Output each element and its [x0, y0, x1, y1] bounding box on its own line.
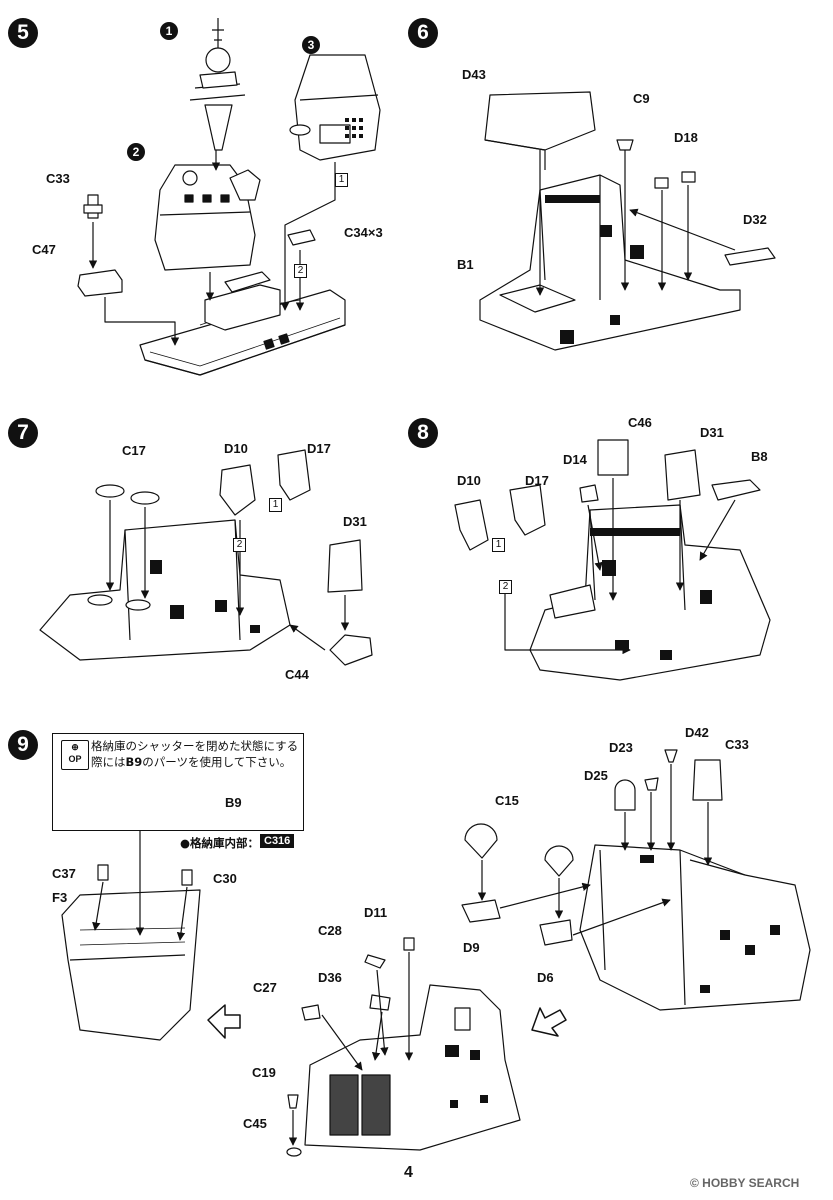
part-label-d31: D31: [700, 425, 724, 440]
step5-drawing: [77, 18, 381, 376]
part-label-c28: C28: [318, 923, 342, 938]
part-label-c15: C15: [495, 793, 519, 808]
step7-drawing: [39, 449, 373, 666]
step-number-7: 7: [8, 418, 38, 448]
hangar-interior-label: ●格納庫内部：: [180, 836, 260, 850]
part-label-c33: C33: [46, 171, 70, 186]
part-label-c44: C44: [285, 667, 309, 682]
part-label-c30: C30: [213, 871, 237, 886]
step-number-9: 9: [8, 730, 38, 760]
step-number-5: 5: [8, 18, 38, 48]
box-number-2: 2: [499, 580, 512, 594]
part-label-d18: D18: [674, 130, 698, 145]
part-label-d36: D36: [318, 970, 342, 985]
note-text: 格納庫のシャッターを閉めた状態にする 際にはB9のパーツを使用して下さい。: [91, 739, 299, 769]
hangar-shutter-note: ⊕ OP 格納庫のシャッターを閉めた状態にする 際にはB9のパーツを使用して下さ…: [52, 733, 304, 831]
substep-1: 1: [160, 22, 178, 40]
part-label-d6: D6: [537, 970, 554, 985]
part-label-c46: C46: [628, 415, 652, 430]
step-number-6: 6: [408, 18, 438, 48]
part-label-c27: C27: [253, 980, 277, 995]
part-label-d32: D32: [743, 212, 767, 227]
substep-2: 2: [127, 143, 145, 161]
part-label-c45: C45: [243, 1116, 267, 1131]
part-label-b9: B9: [225, 795, 242, 810]
part-label-c47: C47: [32, 242, 56, 257]
box-number-2: 2: [294, 264, 307, 278]
watermark: © HOBBY SEARCH: [690, 1176, 800, 1190]
box-number-2: 2: [233, 538, 246, 552]
part-label-c9: C9: [633, 91, 650, 106]
part-label-c17: C17: [122, 443, 146, 458]
step6-drawing: [479, 91, 776, 351]
part-label-d42: D42: [685, 725, 709, 740]
part-label-d10: D10: [224, 441, 248, 456]
part-label-d17: D17: [525, 473, 549, 488]
step9-drawing: [61, 749, 811, 1157]
part-label-c33: C33: [725, 737, 749, 752]
part-label-c19: C19: [252, 1065, 276, 1080]
part-label-d17: D17: [307, 441, 331, 456]
part-label-d9: D9: [463, 940, 480, 955]
part-label-c34: C34×3: [344, 225, 383, 240]
part-label-f3: F3: [52, 890, 68, 905]
part-label-b8: B8: [751, 449, 768, 464]
part-label-d43: D43: [462, 67, 486, 82]
box-number-1: 1: [335, 173, 348, 187]
part-label-d10: D10: [457, 473, 481, 488]
part-label-d31: D31: [343, 514, 367, 529]
box-number-1: 1: [269, 498, 282, 512]
hangar-paint-code: C316: [260, 834, 295, 848]
substep-3: 3: [302, 36, 320, 54]
box-number-1: 1: [492, 538, 505, 552]
step-number-8: 8: [408, 418, 438, 448]
part-label-d11: D11: [364, 905, 388, 920]
part-label-b1: B1: [457, 257, 474, 272]
step8-drawing: [454, 439, 771, 681]
part-label-d14: D14: [563, 452, 587, 467]
part-label-c37: C37: [52, 866, 76, 881]
part-label-d23: D23: [609, 740, 633, 755]
optional-part-icon: ⊕ OP: [61, 740, 89, 770]
page-number: 4: [404, 1164, 413, 1181]
part-label-d25: D25: [584, 768, 608, 783]
